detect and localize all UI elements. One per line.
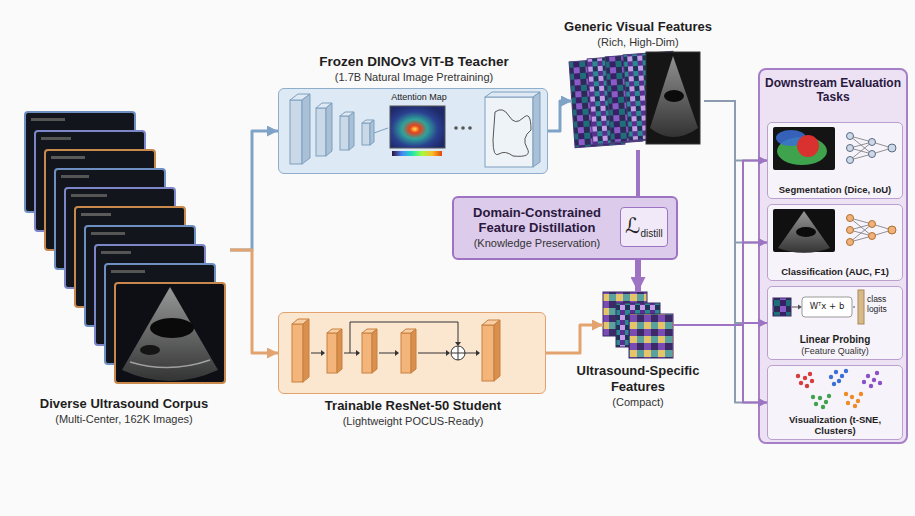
text-block: Diverse Ultrasound Corpus(Multi-Center, … (6, 396, 242, 426)
text-block: Segmentation (Dice, IoU) (770, 185, 900, 196)
text-block: Linear Probing(Feature Quality) (770, 334, 900, 356)
compact-features-art (603, 292, 673, 358)
text-block: Frozen DINOv3 ViT-B Teacher(1.7B Natural… (269, 53, 559, 84)
heading: Downstream Evaluation Tasks (764, 76, 902, 104)
task-panel: Segmentation (Dice, IoU) Classification (… (758, 68, 908, 444)
subtitle: (Feature Quality) (770, 346, 900, 357)
text-block: Visualization (t-SNE, Clusters) (770, 415, 900, 436)
subtitle: (Multi-Center, 162K Images) (6, 412, 242, 426)
heading: Classification (AUC, F1) (770, 267, 900, 278)
distillation-box: ℒdistill Domain-Constrained Feature Disti… (452, 196, 678, 260)
heading: Domain-Constrained Feature Distillation (462, 205, 612, 235)
heading: Generic Visual Features (548, 19, 728, 35)
image-stack-art (25, 112, 225, 383)
text-block: Trainable ResNet-50 Student(Lightweight … (269, 398, 557, 428)
annotation-label: class logits (867, 294, 902, 314)
subtitle: (Knowledge Preservation) (462, 236, 612, 250)
connector-arrow (548, 101, 572, 131)
text-block: Ultrasound-Specific Features(Compact) (558, 363, 718, 409)
text-block: Classification (AUC, F1) (770, 267, 900, 278)
heading: Linear Probing (770, 334, 900, 346)
connector-arrow (546, 325, 603, 353)
connector-arrow (636, 150, 640, 196)
connector-arrow (635, 260, 641, 292)
annotation-label: Attention Map (384, 92, 454, 103)
loss-symbol: ℒdistill (620, 207, 668, 247)
connector-arrow (230, 250, 278, 353)
heading: Segmentation (Dice, IoU) (770, 185, 900, 196)
text-block: ℒdistill (621, 208, 667, 252)
connector-arrow (673, 161, 767, 326)
subtitle: (Rich, High-Dim) (548, 35, 728, 49)
connector-arrow (673, 243, 767, 326)
connector-arrow (230, 131, 278, 250)
text-block: Generic Visual Features(Rich, High-Dim) (548, 19, 728, 49)
subtitle: (Compact) (558, 395, 718, 409)
annotation-label: Wᵀx + b (802, 299, 852, 313)
heading: Ultrasound-Specific Features (558, 363, 718, 395)
subtitle: (Lightweight POCUS-Ready) (269, 414, 557, 428)
heading: Visualization (t-SNE, Clusters) (770, 415, 900, 436)
heading: Trainable ResNet-50 Student (269, 398, 557, 414)
subtitle: (1.7B Natural Image Pretraining) (269, 70, 559, 84)
heading: Diverse Ultrasound Corpus (6, 396, 242, 412)
text-block: Downstream Evaluation Tasks (764, 76, 902, 104)
subtitle: distill (640, 228, 662, 239)
heading: ℒ (625, 214, 640, 238)
heading: Frozen DINOv3 ViT-B Teacher (269, 53, 559, 70)
feature-maps-art (569, 51, 700, 147)
task-box: Visualization (t-SNE, Clusters) (767, 365, 903, 440)
